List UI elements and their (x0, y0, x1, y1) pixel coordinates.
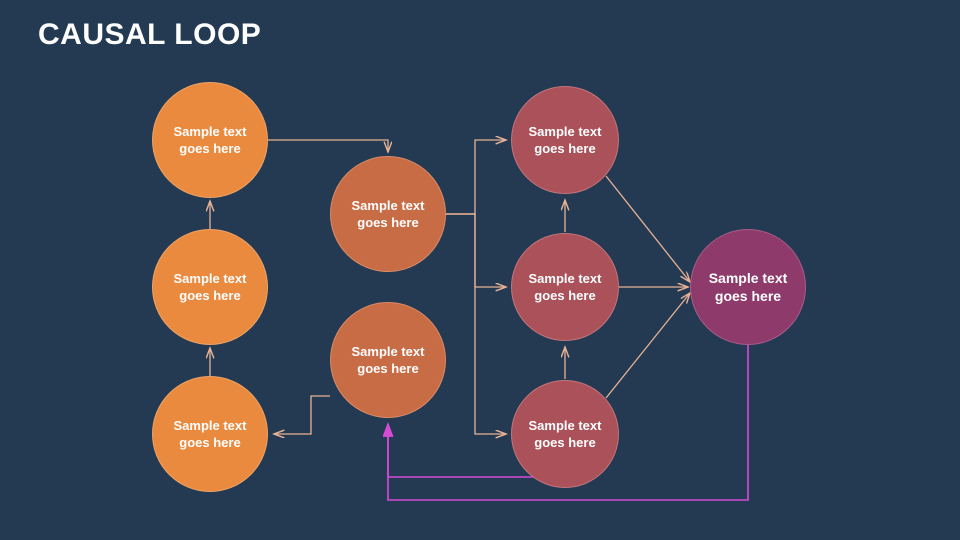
edge-n8-to-n9 (605, 293, 690, 399)
node-n4[interactable]: Sample text goes here (330, 156, 446, 272)
node-n1[interactable]: Sample text goes here (152, 82, 268, 198)
node-label: Sample text goes here (708, 269, 788, 304)
node-label: Sample text goes here (528, 270, 602, 303)
edge-n6-to-n9 (605, 175, 690, 282)
node-label: Sample text goes here (173, 417, 247, 450)
node-label: Sample text goes here (173, 270, 247, 303)
node-n8[interactable]: Sample text goes here (511, 380, 619, 488)
edge-n4-to-n6 (446, 140, 506, 215)
node-label: Sample text goes here (351, 343, 425, 376)
node-label: Sample text goes here (351, 197, 425, 230)
node-n6[interactable]: Sample text goes here (511, 86, 619, 194)
edge-n5-to-n3 (274, 395, 330, 434)
edge-n4-to-n7 (446, 213, 506, 287)
node-n2[interactable]: Sample text goes here (152, 229, 268, 345)
node-n9[interactable]: Sample text goes here (690, 229, 806, 345)
page-title: CAUSAL LOOP (38, 18, 262, 51)
node-label: Sample text goes here (173, 123, 247, 156)
edge-n1-to-n4 (268, 139, 388, 152)
edge-n4-to-n8 (446, 213, 506, 434)
node-n7[interactable]: Sample text goes here (511, 233, 619, 341)
node-n5[interactable]: Sample text goes here (330, 302, 446, 418)
node-label: Sample text goes here (528, 417, 602, 450)
node-label: Sample text goes here (528, 123, 602, 156)
node-n3[interactable]: Sample text goes here (152, 376, 268, 492)
